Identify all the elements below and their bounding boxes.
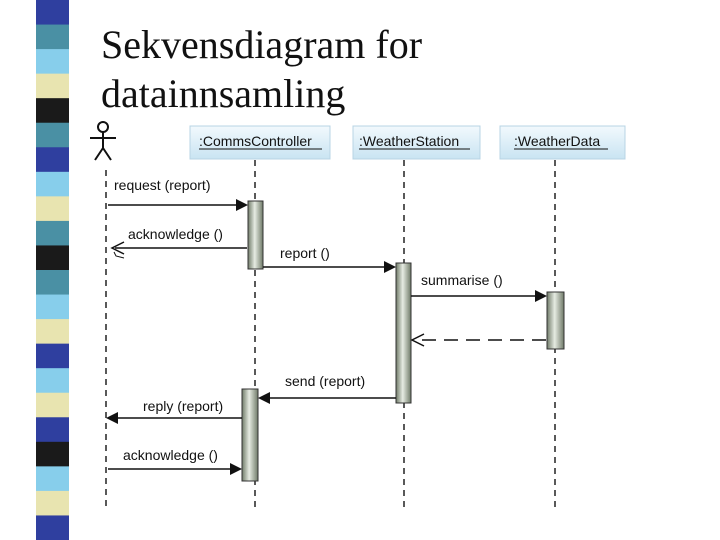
slide-title-line-2: datainnsamling: [101, 71, 346, 116]
slide-title-line-1: Sekvensdiagram for: [101, 22, 423, 67]
activation-station: [395, 262, 412, 404]
message-summarise-label: summarise (): [421, 272, 503, 288]
lifeline-station-label: :WeatherStation: [359, 133, 459, 149]
stripe-block: [36, 515, 69, 540]
slide-title: Sekvensdiagram for datainnsamling: [101, 20, 701, 118]
stripe-block: [36, 196, 69, 222]
stripe-block: [36, 294, 69, 320]
stripe-block: [36, 343, 69, 369]
stripe-block: [36, 368, 69, 394]
message-acknowledge-2: acknowledge (): [108, 447, 242, 475]
actor-icon: [90, 121, 116, 161]
message-request: request (report): [108, 177, 248, 211]
stripe-block: [36, 73, 69, 99]
stripe-block: [36, 270, 69, 296]
message-send: send (report): [258, 373, 396, 404]
message-acknowledge-2-label: acknowledge (): [123, 447, 218, 463]
stripe-block: [36, 98, 69, 124]
decorative-stripe: [36, 0, 69, 540]
stripe-block: [36, 466, 69, 492]
stripe-block: [36, 417, 69, 443]
message-report-label: report (): [280, 245, 330, 261]
lifeline-weather-data: :WeatherData: [499, 125, 626, 510]
activation-comms-2: [241, 388, 259, 482]
message-reply-label: reply (report): [143, 398, 223, 414]
stripe-block: [36, 24, 69, 50]
lifeline-data-label: :WeatherData: [514, 133, 600, 149]
stripe-block: [36, 0, 69, 26]
lifeline-weather-station: :WeatherStation: [352, 125, 481, 510]
activation-comms-1: [247, 200, 264, 270]
message-send-label: send (report): [285, 373, 365, 389]
message-acknowledge-1-label: acknowledge (): [128, 226, 223, 242]
stripe-block: [36, 122, 69, 148]
activation-data: [546, 291, 565, 350]
stripe-block: [36, 441, 69, 467]
message-reply: reply (report): [106, 398, 242, 424]
message-summarise: summarise (): [411, 272, 547, 302]
stripe-block: [36, 490, 69, 516]
message-request-label: request (report): [114, 177, 210, 193]
message-report: report (): [263, 245, 396, 273]
message-acknowledge-1: acknowledge (): [110, 226, 247, 259]
stripe-block: [36, 392, 69, 418]
stripe-block: [36, 245, 69, 271]
stripe-block: [36, 319, 69, 345]
stripe-block: [36, 220, 69, 246]
stripe-block: [36, 49, 69, 75]
stripe-block: [36, 147, 69, 173]
message-return-dashed: [410, 333, 546, 347]
lifeline-comms-label: :CommsController: [199, 133, 312, 149]
stripe-block: [36, 171, 69, 197]
